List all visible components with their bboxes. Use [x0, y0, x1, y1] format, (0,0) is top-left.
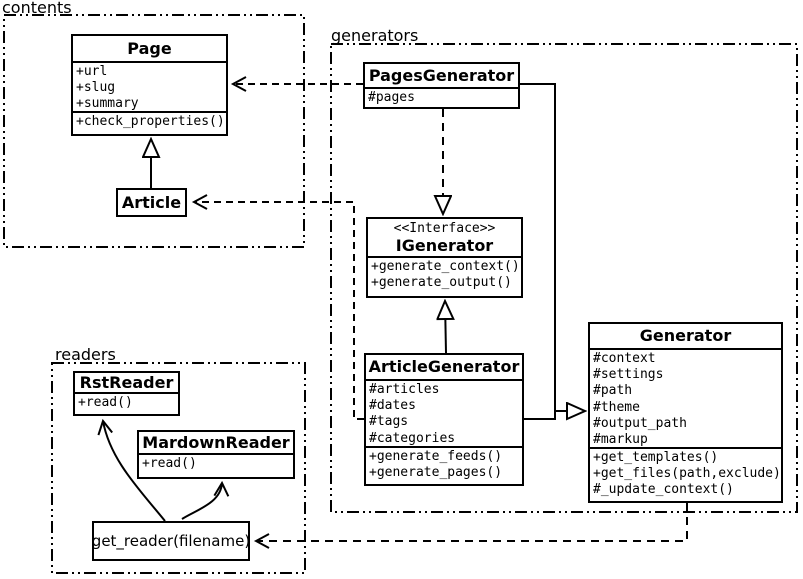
- class-rstreader-title: RstReader: [75, 373, 178, 394]
- attribute: #tags: [369, 414, 409, 430]
- class-articlegenerator: ArticleGenerator #articles #dates #tags …: [364, 353, 524, 486]
- attribute: +summary: [76, 96, 139, 112]
- edge-articlegenerator-extends-generator: [524, 411, 556, 420]
- class-page-title: Page: [73, 36, 226, 63]
- method: +generate_pages(): [369, 465, 503, 481]
- method: +generate_context(): [371, 259, 520, 274]
- class-article: Article: [116, 188, 187, 217]
- edge-getreader-to-rstreader: [97, 418, 166, 522]
- class-articlegenerator-title: ArticleGenerator: [366, 355, 522, 381]
- edge-articlegenerator-uses-article: [191, 194, 364, 420]
- class-mardownreader: MardownReader +read(): [137, 430, 295, 479]
- class-articlegenerator-methods: +generate_feeds() +generate_pages(): [366, 448, 522, 484]
- package-contents-label: contents: [2, 0, 72, 17]
- class-igenerator-title: <<Interface>> IGenerator: [368, 219, 521, 258]
- attribute: +slug: [76, 80, 116, 96]
- class-page-attributes: +url +slug +summary: [73, 63, 226, 113]
- package-generators-label: generators: [331, 26, 419, 45]
- edge-getreader-to-mardownreader: [181, 480, 230, 520]
- attribute: #articles: [369, 382, 440, 397]
- class-rstreader: RstReader +read(): [73, 371, 180, 416]
- class-igenerator-methods: +generate_context() +generate_output(): [368, 258, 521, 296]
- package-readers-label: readers: [55, 345, 116, 364]
- class-page: Page +url +slug +summary +check_properti…: [71, 34, 228, 136]
- attribute: #theme: [593, 399, 640, 415]
- attribute: #markup: [593, 432, 648, 448]
- class-mardownreader-methods: +read(): [139, 455, 293, 477]
- attribute: #dates: [369, 398, 416, 414]
- method: +read(): [142, 456, 197, 471]
- attribute: #pages: [368, 90, 415, 105]
- edge-pagesgenerator-extends-generator: [520, 83, 585, 411]
- function-get-reader: get_reader(filename): [92, 521, 250, 561]
- class-generator: Generator #context #settings #path #them…: [588, 322, 783, 503]
- class-pagesgenerator-title: PagesGenerator: [365, 64, 518, 89]
- method: +check_properties(): [76, 114, 225, 129]
- class-pagesgenerator: PagesGenerator #pages: [363, 62, 520, 109]
- class-igenerator-stereotype: <<Interface>>: [393, 221, 496, 237]
- class-pagesgenerator-attributes: #pages: [365, 89, 518, 107]
- class-article-title: Article: [121, 192, 182, 212]
- package-readers-border: [51, 362, 306, 574]
- attribute: #output_path: [593, 415, 687, 431]
- method: +read(): [78, 395, 133, 410]
- edge-articlegenerator-implements-igenerator: [445, 301, 446, 354]
- method: +get_files(path,exclude): [593, 466, 781, 482]
- attribute: +url: [76, 64, 108, 79]
- class-igenerator-name: IGenerator: [395, 236, 494, 256]
- class-mardownreader-title: MardownReader: [139, 432, 293, 455]
- method: +get_templates(): [593, 450, 719, 465]
- attribute: #context: [593, 351, 656, 366]
- package-generators-border: [330, 43, 798, 513]
- class-page-methods: +check_properties(): [73, 113, 226, 134]
- attribute: #settings: [593, 367, 664, 383]
- method: #_update_context(): [593, 482, 734, 498]
- class-igenerator: <<Interface>> IGenerator +generate_conte…: [366, 217, 523, 298]
- package-contents-border: [3, 14, 305, 248]
- edge-generator-uses-getreader: [253, 503, 688, 549]
- class-articlegenerator-attributes: #articles #dates #tags #categories: [366, 381, 522, 448]
- class-generator-title: Generator: [590, 324, 781, 350]
- class-rstreader-methods: +read(): [75, 394, 178, 414]
- attribute: #categories: [369, 430, 456, 446]
- class-generator-attributes: #context #settings #path #theme #output_…: [590, 350, 781, 449]
- attribute: #path: [593, 383, 633, 399]
- method: +generate_feeds(): [369, 449, 503, 464]
- method: +generate_output(): [371, 275, 512, 291]
- class-generator-methods: +get_templates() +get_files(path,exclude…: [590, 449, 781, 501]
